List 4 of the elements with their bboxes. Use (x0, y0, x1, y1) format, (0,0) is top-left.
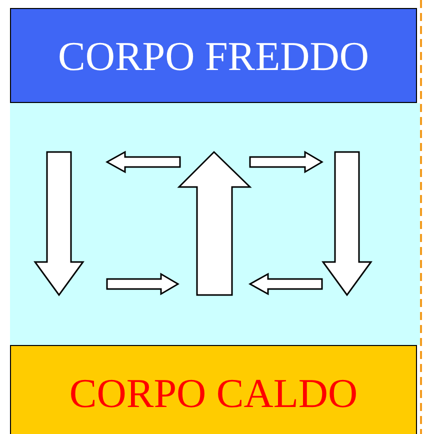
body-label: CORPO FREDDO (58, 32, 369, 80)
body-box (10, 345, 417, 434)
body-box (10, 8, 417, 103)
body-label: CORPO CALDO (69, 368, 358, 416)
